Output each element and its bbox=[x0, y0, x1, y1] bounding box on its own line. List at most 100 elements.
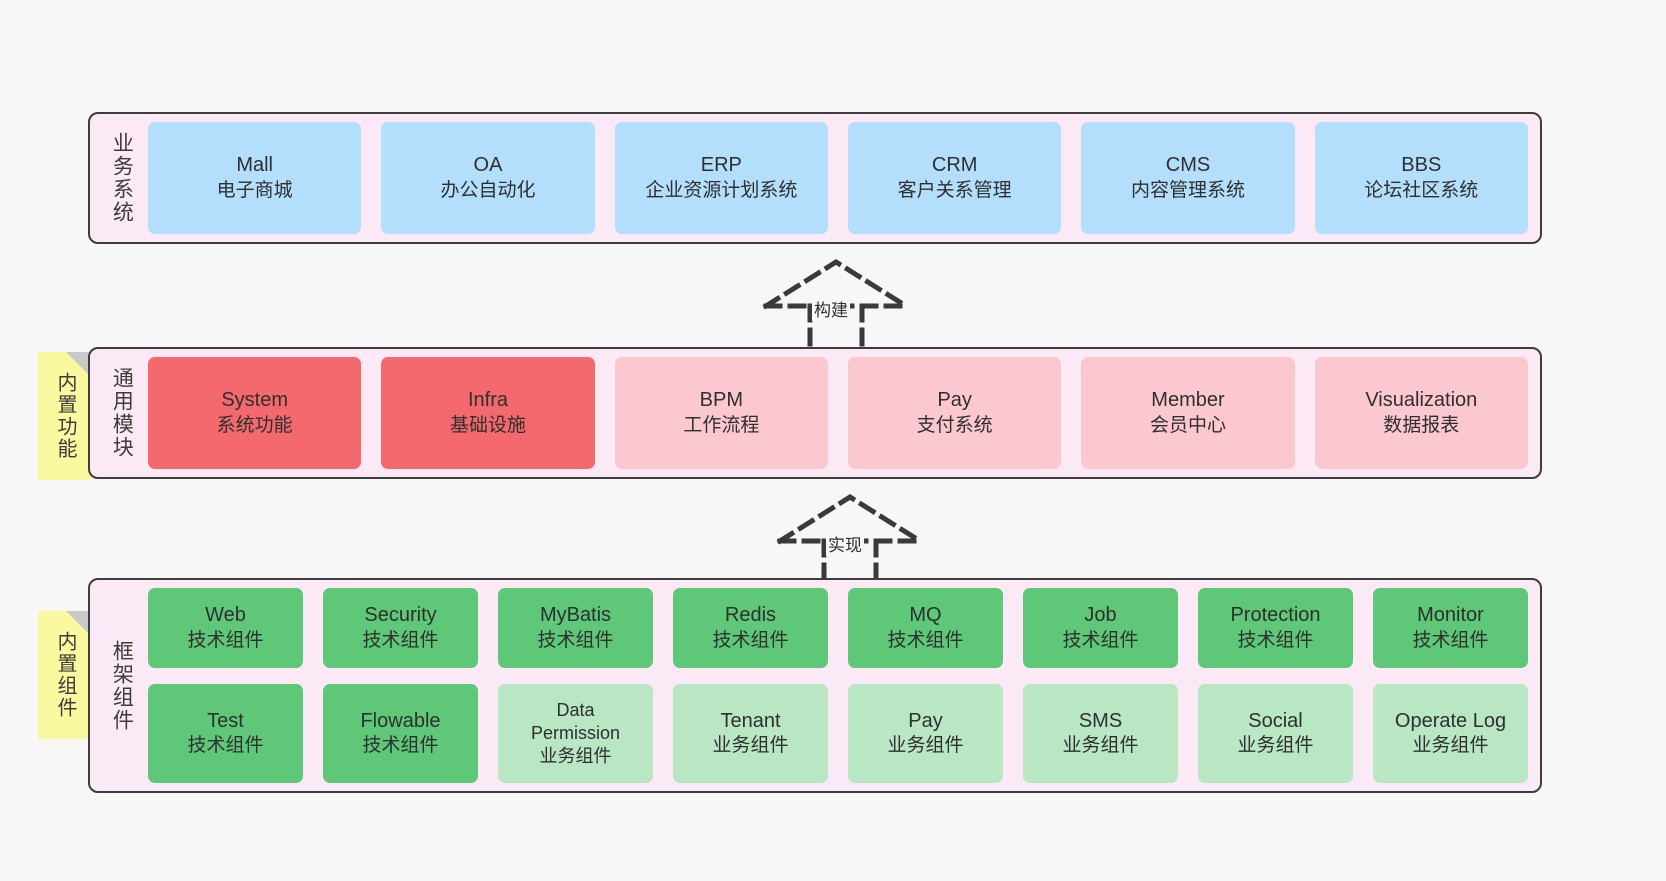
card-monitor[interactable]: Monitor 技术组件 bbox=[1373, 588, 1528, 668]
layer-title-common-module: 通用模块 bbox=[110, 367, 134, 459]
card-title: Web bbox=[205, 604, 246, 626]
card-title: MyBatis bbox=[539, 604, 612, 626]
card-erp[interactable]: ERP 企业资源计划系统 bbox=[614, 122, 828, 234]
card-data-permission[interactable]: Data Permission 业务组件 bbox=[498, 683, 653, 783]
sticky-note-builtin-component: 内置组件 bbox=[38, 611, 92, 739]
card-subtitle: 技术组件 bbox=[362, 735, 439, 757]
card-title: CMS bbox=[1165, 154, 1211, 177]
card-mall[interactable]: Mall 电子商城 bbox=[148, 122, 362, 234]
card-title: Security bbox=[364, 604, 437, 626]
card-title: CRM bbox=[931, 154, 978, 177]
card-title: Job bbox=[1084, 604, 1117, 626]
card-subtitle: 业务组件 bbox=[887, 735, 964, 757]
card-mq[interactable]: MQ 技术组件 bbox=[848, 588, 1003, 668]
connector-build: 构建 bbox=[756, 258, 916, 351]
card-title: Pay bbox=[908, 709, 943, 732]
card-subtitle: 业务组件 bbox=[1237, 735, 1314, 757]
layer-framework-component: 框架组件 Web 技术组件 Security 技术组件 MyBatis 技术组件… bbox=[88, 578, 1542, 793]
card-protection[interactable]: Protection 技术组件 bbox=[1198, 588, 1353, 668]
layer-body-common-module: System 系统功能 Infra 基础设施 BPM 工作流程 Pay 支付系统… bbox=[144, 357, 1532, 469]
card-row: Web 技术组件 Security 技术组件 MyBatis 技术组件 Redi… bbox=[148, 588, 1528, 668]
card-title: Tenant bbox=[720, 709, 781, 732]
folded-corner-icon bbox=[66, 611, 92, 637]
card-title: SMS bbox=[1078, 709, 1123, 732]
card-test[interactable]: Test 技术组件 bbox=[148, 683, 303, 783]
card-title-line2: Permission bbox=[530, 722, 621, 743]
card-title: OA bbox=[473, 154, 503, 177]
layer-body-framework-component: Web 技术组件 Security 技术组件 MyBatis 技术组件 Redi… bbox=[144, 588, 1532, 783]
card-title: Monitor bbox=[1417, 604, 1484, 626]
card-subtitle: 技术组件 bbox=[1237, 629, 1314, 651]
card-tenant[interactable]: Tenant 业务组件 bbox=[673, 683, 828, 783]
card-crm[interactable]: CRM 客户关系管理 bbox=[847, 122, 1062, 234]
card-title: Visualization bbox=[1365, 389, 1478, 412]
card-job[interactable]: Job 技术组件 bbox=[1023, 588, 1178, 668]
card-subtitle: 内容管理系统 bbox=[1130, 179, 1245, 201]
card-subtitle: 系统功能 bbox=[216, 414, 293, 436]
card-subtitle: 支付系统 bbox=[916, 414, 993, 436]
card-sms[interactable]: SMS 业务组件 bbox=[1023, 683, 1178, 783]
card-title: MQ bbox=[909, 604, 942, 626]
card-visualization[interactable]: Visualization 数据报表 bbox=[1314, 357, 1528, 469]
card-subtitle: 技术组件 bbox=[887, 629, 964, 651]
card-web[interactable]: Web 技术组件 bbox=[148, 588, 303, 668]
card-subtitle: 技术组件 bbox=[712, 629, 789, 651]
card-operate-log[interactable]: Operate Log 业务组件 bbox=[1373, 683, 1528, 783]
card-member[interactable]: Member 会员中心 bbox=[1081, 357, 1295, 469]
layer-body-business-system: Mall 电子商城 OA 办公自动化 ERP 企业资源计划系统 CRM 客户关系… bbox=[144, 122, 1532, 234]
card-pay[interactable]: Pay 支付系统 bbox=[847, 357, 1062, 469]
card-subtitle: 基础设施 bbox=[449, 414, 526, 436]
card-subtitle: 技术组件 bbox=[1412, 629, 1489, 651]
card-title: Member bbox=[1151, 389, 1225, 412]
card-title: Pay bbox=[937, 389, 972, 412]
folded-corner-icon bbox=[66, 352, 92, 378]
card-pay-business[interactable]: Pay 业务组件 bbox=[848, 683, 1003, 783]
card-bpm[interactable]: BPM 工作流程 bbox=[614, 357, 828, 469]
card-row: System 系统功能 Infra 基础设施 BPM 工作流程 Pay 支付系统… bbox=[148, 357, 1528, 469]
layer-title-framework-component: 框架组件 bbox=[110, 639, 134, 732]
card-title: Data bbox=[556, 699, 595, 720]
card-title: Redis bbox=[724, 604, 777, 626]
card-subtitle: 技术组件 bbox=[187, 735, 264, 757]
card-social[interactable]: Social 业务组件 bbox=[1198, 683, 1353, 783]
card-subtitle: 技术组件 bbox=[537, 629, 614, 651]
card-subtitle: 论坛社区系统 bbox=[1364, 179, 1479, 201]
card-redis[interactable]: Redis 技术组件 bbox=[673, 588, 828, 668]
card-subtitle: 工作流程 bbox=[683, 414, 760, 436]
card-subtitle: 电子商城 bbox=[216, 179, 293, 201]
card-subtitle: 业务组件 bbox=[712, 735, 789, 757]
card-title: Test bbox=[207, 709, 244, 732]
card-row: Mall 电子商城 OA 办公自动化 ERP 企业资源计划系统 CRM 客户关系… bbox=[148, 122, 1528, 234]
card-title: Operate Log bbox=[1394, 709, 1507, 732]
card-subtitle: 业务组件 bbox=[539, 745, 612, 766]
card-title: BPM bbox=[699, 389, 743, 412]
card-subtitle: 会员中心 bbox=[1149, 414, 1226, 436]
card-mybatis[interactable]: MyBatis 技术组件 bbox=[498, 588, 653, 668]
card-oa[interactable]: OA 办公自动化 bbox=[381, 122, 595, 234]
card-title: BBS bbox=[1401, 154, 1442, 177]
card-title: ERP bbox=[700, 154, 742, 177]
layer-business-system: 业务系统 Mall 电子商城 OA 办公自动化 ERP 企业资源计划系统 CRM… bbox=[88, 112, 1542, 244]
card-title: Social bbox=[1248, 709, 1303, 732]
card-flowable[interactable]: Flowable 技术组件 bbox=[323, 683, 478, 783]
card-subtitle: 业务组件 bbox=[1062, 735, 1139, 757]
card-subtitle: 客户关系管理 bbox=[897, 179, 1012, 201]
layer-common-module: 通用模块 System 系统功能 Infra 基础设施 BPM 工作流程 Pay… bbox=[88, 347, 1542, 479]
card-subtitle: 技术组件 bbox=[187, 629, 264, 651]
card-title: System bbox=[221, 389, 288, 412]
sticky-note-builtin-function: 内置功能 bbox=[38, 352, 92, 480]
card-subtitle: 技术组件 bbox=[1062, 629, 1139, 651]
connector-label-build: 构建 bbox=[812, 296, 850, 321]
card-subtitle: 技术组件 bbox=[362, 629, 439, 651]
connector-label-implement: 实现 bbox=[826, 531, 864, 556]
card-row: Test 技术组件 Flowable 技术组件 Data Permission … bbox=[148, 683, 1528, 783]
card-system[interactable]: System 系统功能 bbox=[148, 357, 362, 469]
card-bbs[interactable]: BBS 论坛社区系统 bbox=[1314, 122, 1528, 234]
card-infra[interactable]: Infra 基础设施 bbox=[381, 357, 595, 469]
card-security[interactable]: Security 技术组件 bbox=[323, 588, 478, 668]
card-title: Flowable bbox=[360, 709, 441, 732]
card-cms[interactable]: CMS 内容管理系统 bbox=[1081, 122, 1295, 234]
sticky-note-label: 内置功能 bbox=[54, 372, 76, 460]
card-subtitle: 办公自动化 bbox=[440, 179, 536, 201]
